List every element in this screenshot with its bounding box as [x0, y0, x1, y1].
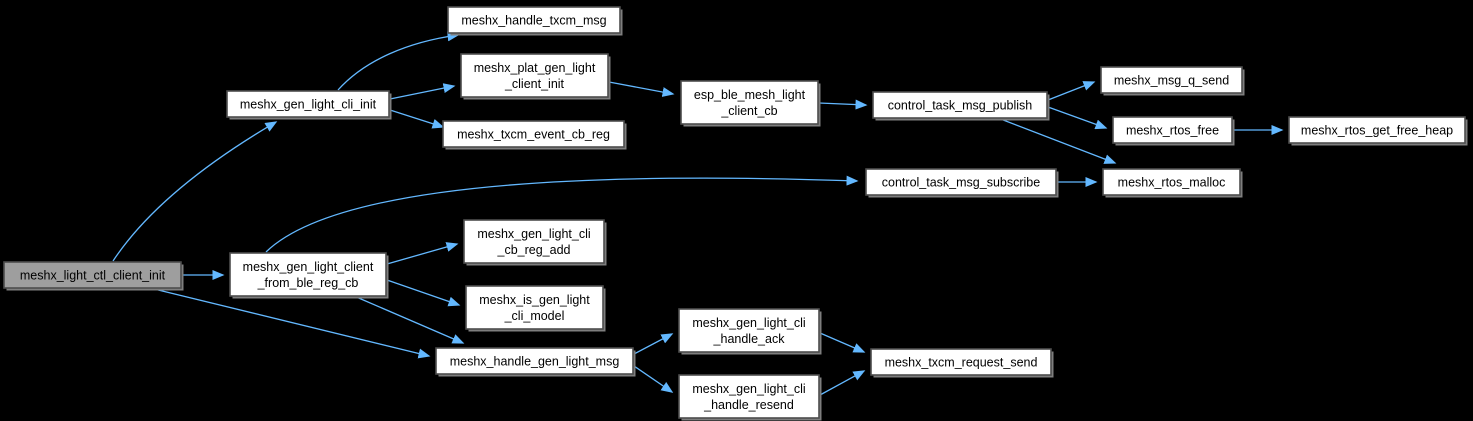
- node-label: _from_ble_reg_cb: [257, 276, 359, 290]
- edge-meshx_gen_light_client_from_ble_reg_cb--control_task_msg_subscribe: [265, 175, 859, 253]
- node-label: _handle_ack: [713, 332, 786, 346]
- edge-control_task_msg_publish--meshx_rtos_malloc: [997, 117, 1117, 164]
- node-box: [870, 348, 1052, 376]
- node-label: meshx_txcm_request_send: [885, 356, 1038, 370]
- node-box: [463, 219, 605, 264]
- node-meshx_rtos_get_free_heap[interactable]: meshx_rtos_get_free_heap: [1288, 116, 1468, 146]
- edge-control_task_msg_publish--meshx_rtos_free: [1047, 106, 1108, 130]
- node-label: _handle_resend: [703, 398, 794, 412]
- edge-meshx_light_ctl_client_init--meshx_gen_light_cli_init: [112, 121, 278, 262]
- node-box: [678, 308, 820, 353]
- node-meshx_rtos_malloc[interactable]: meshx_rtos_malloc: [1102, 168, 1243, 198]
- node-box: [442, 120, 625, 148]
- node-label: meshx_rtos_free: [1126, 124, 1219, 138]
- node-box: [229, 252, 387, 297]
- node-esp_ble_mesh_light_client_cb[interactable]: esp_ble_mesh_light _client_cb: [680, 80, 821, 127]
- edge-control_task_msg_publish--meshx_msg_q_send: [1047, 81, 1096, 101]
- node-label: _cli_model: [504, 309, 565, 323]
- node-meshx_light_ctl_client_init: meshx_light_ctl_client_init: [3, 261, 184, 291]
- node-label: meshx_msg_q_send: [1114, 74, 1229, 88]
- edge-meshx_gen_light_cli_init--meshx_plat_gen_light_client_init: [389, 83, 456, 100]
- node-meshx_txcm_event_cb_reg[interactable]: meshx_txcm_event_cb_reg: [442, 120, 627, 150]
- node-meshx_gen_light_cli_handle_resend[interactable]: meshx_gen_light_cli _handle_resend: [678, 374, 822, 421]
- node-box: [460, 53, 609, 98]
- node-label: meshx_handle_txcm_msg: [461, 14, 606, 28]
- node-label: control_task_msg_publish: [888, 99, 1033, 113]
- edge-meshx_gen_light_cli_handle_resend--meshx_txcm_request_send: [819, 370, 866, 396]
- node-box: [447, 6, 621, 34]
- node-box: [465, 285, 604, 330]
- edge-meshx_gen_light_client_from_ble_reg_cb--meshx_gen_light_cli_cb_reg_add: [386, 242, 459, 265]
- node-control_task_msg_publish[interactable]: control_task_msg_publish: [872, 91, 1050, 121]
- edge-meshx_handle_gen_light_msg--meshx_gen_light_cli_handle_resend: [633, 365, 674, 393]
- node-box: [678, 374, 820, 419]
- edge-meshx_gen_light_cli_init--meshx_txcm_event_cb_reg: [389, 109, 445, 129]
- edge-meshx_gen_light_client_from_ble_reg_cb--meshx_is_gen_light_cli_model: [386, 279, 461, 307]
- node-meshx_is_gen_light_cli_model[interactable]: meshx_is_gen_light _cli_model: [465, 285, 606, 332]
- node-box: [865, 168, 1057, 196]
- node-box: [872, 91, 1048, 119]
- node-label: meshx_gen_light_cli: [692, 316, 805, 330]
- node-meshx_handle_txcm_msg[interactable]: meshx_handle_txcm_msg: [447, 6, 623, 36]
- node-label: meshx_light_ctl_client_init: [20, 269, 166, 283]
- node-meshx_gen_light_client_from_ble_reg_cb[interactable]: meshx_gen_light_client _from_ble_reg_cb: [229, 252, 389, 299]
- node-label: _client_init: [504, 77, 565, 91]
- edge-meshx_gen_light_client_from_ble_reg_cb--meshx_handle_gen_light_msg: [353, 295, 465, 344]
- edge-meshx_gen_light_cli_init--meshx_handle_txcm_msg: [337, 31, 460, 91]
- node-control_task_msg_subscribe[interactable]: control_task_msg_subscribe: [865, 168, 1059, 198]
- node-label: meshx_gen_light_cli: [477, 227, 590, 241]
- node-label: meshx_gen_light_client: [243, 260, 374, 274]
- edge-meshx_gen_light_cli_handle_ack--meshx_txcm_request_send: [819, 332, 866, 353]
- node-meshx_txcm_request_send[interactable]: meshx_txcm_request_send: [870, 348, 1054, 378]
- edge-meshx_plat_gen_light_client_init--esp_ble_mesh_light_client_cb: [608, 81, 675, 97]
- edge-esp_ble_mesh_light_client_cb--control_task_msg_publish: [818, 99, 868, 110]
- node-label: meshx_handle_gen_light_msg: [450, 355, 620, 369]
- node-label: meshx_rtos_get_free_heap: [1301, 124, 1453, 138]
- node-box: [1100, 66, 1243, 94]
- node-label: meshx_gen_light_cli: [692, 382, 805, 396]
- node-label: meshx_plat_gen_light: [474, 61, 596, 75]
- node-meshx_msg_q_send[interactable]: meshx_msg_q_send: [1100, 66, 1245, 96]
- node-meshx_rtos_free[interactable]: meshx_rtos_free: [1112, 116, 1235, 146]
- node-box: [435, 347, 634, 375]
- node-label: control_task_msg_subscribe: [882, 176, 1040, 190]
- node-label: meshx_txcm_event_cb_reg: [457, 128, 610, 142]
- edge-meshx_light_ctl_client_init--meshx_handle_gen_light_msg: [149, 287, 431, 359]
- node-meshx_gen_light_cli_init[interactable]: meshx_gen_light_cli_init: [226, 90, 392, 120]
- node-label: meshx_gen_light_cli_init: [240, 98, 377, 112]
- node-box: [1112, 116, 1233, 144]
- node-meshx_gen_light_cli_cb_reg_add[interactable]: meshx_gen_light_cli _cb_reg_add: [463, 219, 607, 266]
- node-label: meshx_is_gen_light: [479, 293, 590, 307]
- node-box: [226, 90, 390, 118]
- node-box: [1288, 116, 1466, 144]
- node-label: esp_ble_mesh_light: [694, 88, 806, 102]
- node-label: meshx_rtos_malloc: [1118, 176, 1226, 190]
- node-meshx_plat_gen_light_client_init[interactable]: meshx_plat_gen_light _client_init: [460, 53, 611, 100]
- node-meshx_handle_gen_light_msg[interactable]: meshx_handle_gen_light_msg: [435, 347, 636, 377]
- node-box: [1102, 168, 1241, 196]
- node-label: _client_cb: [720, 104, 777, 118]
- node-box: [3, 261, 182, 289]
- node-label: _cb_reg_add: [497, 243, 571, 257]
- node-box: [680, 80, 819, 125]
- edge-meshx_handle_gen_light_msg--meshx_gen_light_cli_handle_ack: [633, 333, 674, 355]
- node-meshx_gen_light_cli_handle_ack[interactable]: meshx_gen_light_cli _handle_ack: [678, 308, 822, 355]
